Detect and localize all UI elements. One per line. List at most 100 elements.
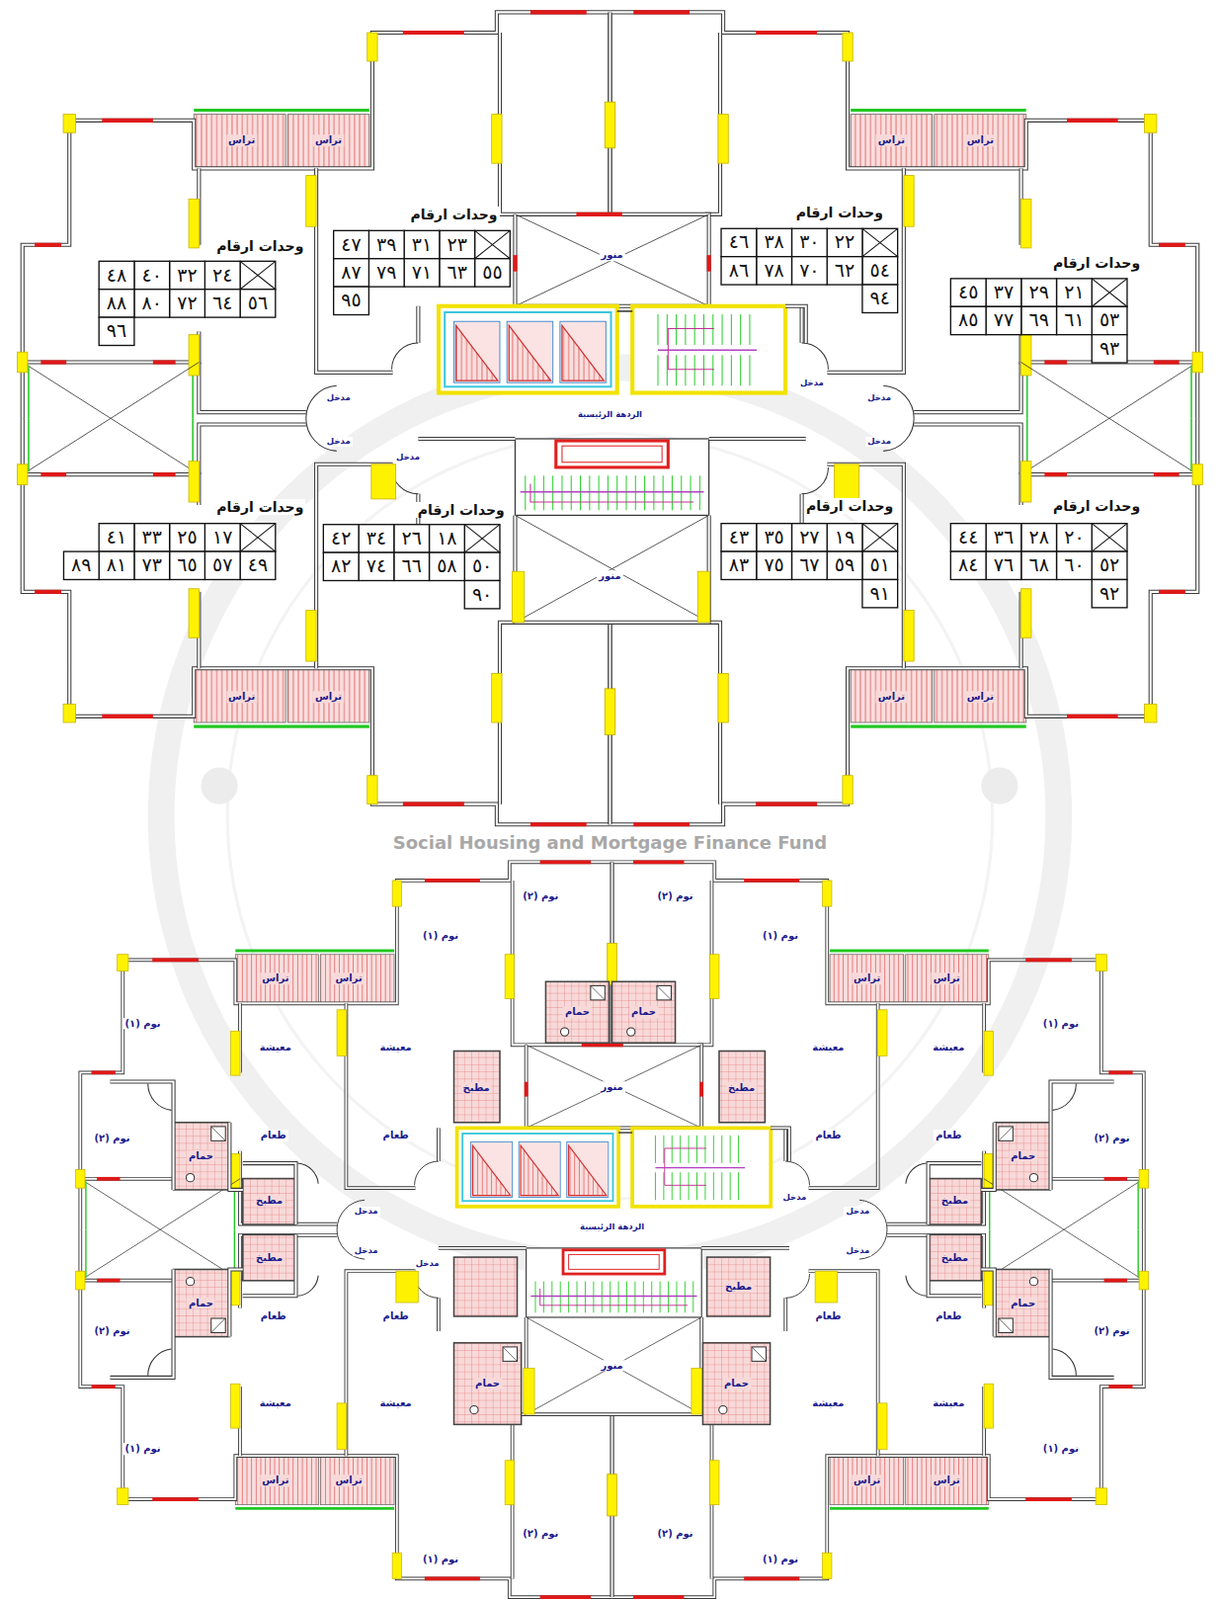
unit-number: ٨٤ [956, 554, 980, 576]
mirrored-quarter [905, 1233, 1115, 1378]
column [604, 688, 615, 734]
wall-core [1051, 1268, 1115, 1377]
column [511, 570, 524, 623]
shower-mark [998, 1317, 1013, 1332]
table-cell [1057, 278, 1093, 307]
crossed-cell [240, 523, 276, 552]
lobby-label: مدخل [865, 436, 894, 447]
room-label: نوم (١) [1041, 1442, 1081, 1455]
window [633, 821, 690, 826]
room-label: تراس [851, 1473, 883, 1486]
unit-heading: وحدات ارقام [407, 206, 499, 223]
lobby-label: مدخل [798, 378, 826, 389]
stair-tread [666, 354, 668, 386]
mirrored-quarter [607, 1178, 1149, 1597]
room-label: منور [598, 1359, 625, 1372]
unit-number: ٤٢ [328, 527, 353, 550]
wall-outline [436, 1297, 441, 1331]
room-label: تراس [876, 135, 907, 148]
toilet [561, 1027, 570, 1036]
unit-number: ٦١ [1061, 310, 1086, 332]
table-cell [464, 552, 500, 580]
terrace-rail [235, 1506, 395, 1510]
unit-number: ٩٠ [470, 583, 494, 606]
column [983, 1153, 993, 1191]
lightwell-cross [22, 362, 200, 476]
lightwell-edge [1190, 417, 1193, 472]
stair-tread [609, 1281, 611, 1313]
room-label: حمام [722, 1377, 751, 1389]
window [540, 859, 591, 864]
watermark-emblem [161, 367, 1059, 1266]
unit-number: ٦٨ [1026, 554, 1051, 576]
table-cell [1057, 523, 1093, 552]
unit-number: ٥٣ [1097, 310, 1122, 332]
stair-tread [534, 475, 536, 510]
mirrored-quarter [17, 362, 616, 825]
stair-tread [671, 1135, 673, 1163]
unit-number: ٨٩ [69, 554, 93, 576]
room-label: مطبخ [939, 1251, 971, 1264]
unit-number: ٥٦ [245, 292, 270, 315]
stair-arrow [667, 327, 714, 369]
unit-number: ٥٥ [480, 261, 504, 284]
stair-tread [644, 475, 646, 510]
column [306, 609, 317, 661]
lightwell-cross [526, 1044, 703, 1128]
table-cell [862, 228, 898, 256]
door-swing [298, 1162, 320, 1184]
lift-mark [456, 325, 498, 381]
unit-number: ٨٣ [727, 554, 751, 576]
shower [998, 1317, 1013, 1332]
stair-tread [721, 1171, 723, 1200]
wall-core [913, 362, 1021, 413]
lightwell-cross [1021, 362, 1199, 476]
table-cell [1091, 523, 1128, 552]
shower [656, 984, 671, 999]
wall-outline [887, 1178, 984, 1224]
unit-number: ٤٧ [338, 234, 363, 256]
wall-outline [913, 424, 1021, 476]
watermark-ring [161, 367, 1059, 1266]
room-label: نوم (١) [420, 1552, 461, 1565]
lobby-label: الردهة الرئيسية [575, 409, 645, 420]
wall-outline [809, 1002, 879, 1188]
table-cell [862, 578, 898, 607]
terrace [905, 1455, 989, 1505]
crossed-cell [862, 228, 898, 256]
unit-number: ٥٤ [868, 259, 893, 282]
table-cell [826, 256, 863, 285]
column [607, 943, 617, 985]
toilet [1029, 1277, 1038, 1286]
stair-tread [656, 314, 658, 345]
unit-number: ٥١ [868, 554, 893, 576]
kitchen [243, 1178, 297, 1224]
stair-tread [635, 475, 637, 510]
table-cell [63, 551, 99, 579]
wall-core [229, 1122, 243, 1190]
column [231, 1383, 241, 1428]
column [396, 1270, 418, 1303]
mirrored-quarter [76, 1178, 618, 1597]
column [336, 1009, 346, 1057]
unit-number: ٢٩ [1026, 281, 1051, 304]
wall-core [887, 1178, 984, 1224]
table-cell [475, 258, 511, 287]
wall-core [437, 1127, 440, 1161]
mirrored-quarter [905, 1080, 1115, 1224]
room-label: معيشة [810, 1396, 846, 1409]
lift-car [567, 1140, 609, 1197]
table-cell [358, 552, 395, 580]
unit-number: ٣٨ [761, 232, 786, 254]
wall-core [243, 1162, 297, 1224]
unit-number: ٧٣ [140, 554, 164, 576]
unit-number: ٩٥ [338, 289, 363, 312]
mirrored-quarter [17, 11, 616, 475]
door-swing [148, 1348, 172, 1376]
column [1144, 703, 1157, 723]
door-swing [414, 1160, 439, 1185]
stair-tread [534, 1281, 536, 1313]
stair-tread [713, 1171, 715, 1200]
mirrored-quarter [110, 1080, 320, 1224]
stair-tread [662, 1135, 664, 1163]
